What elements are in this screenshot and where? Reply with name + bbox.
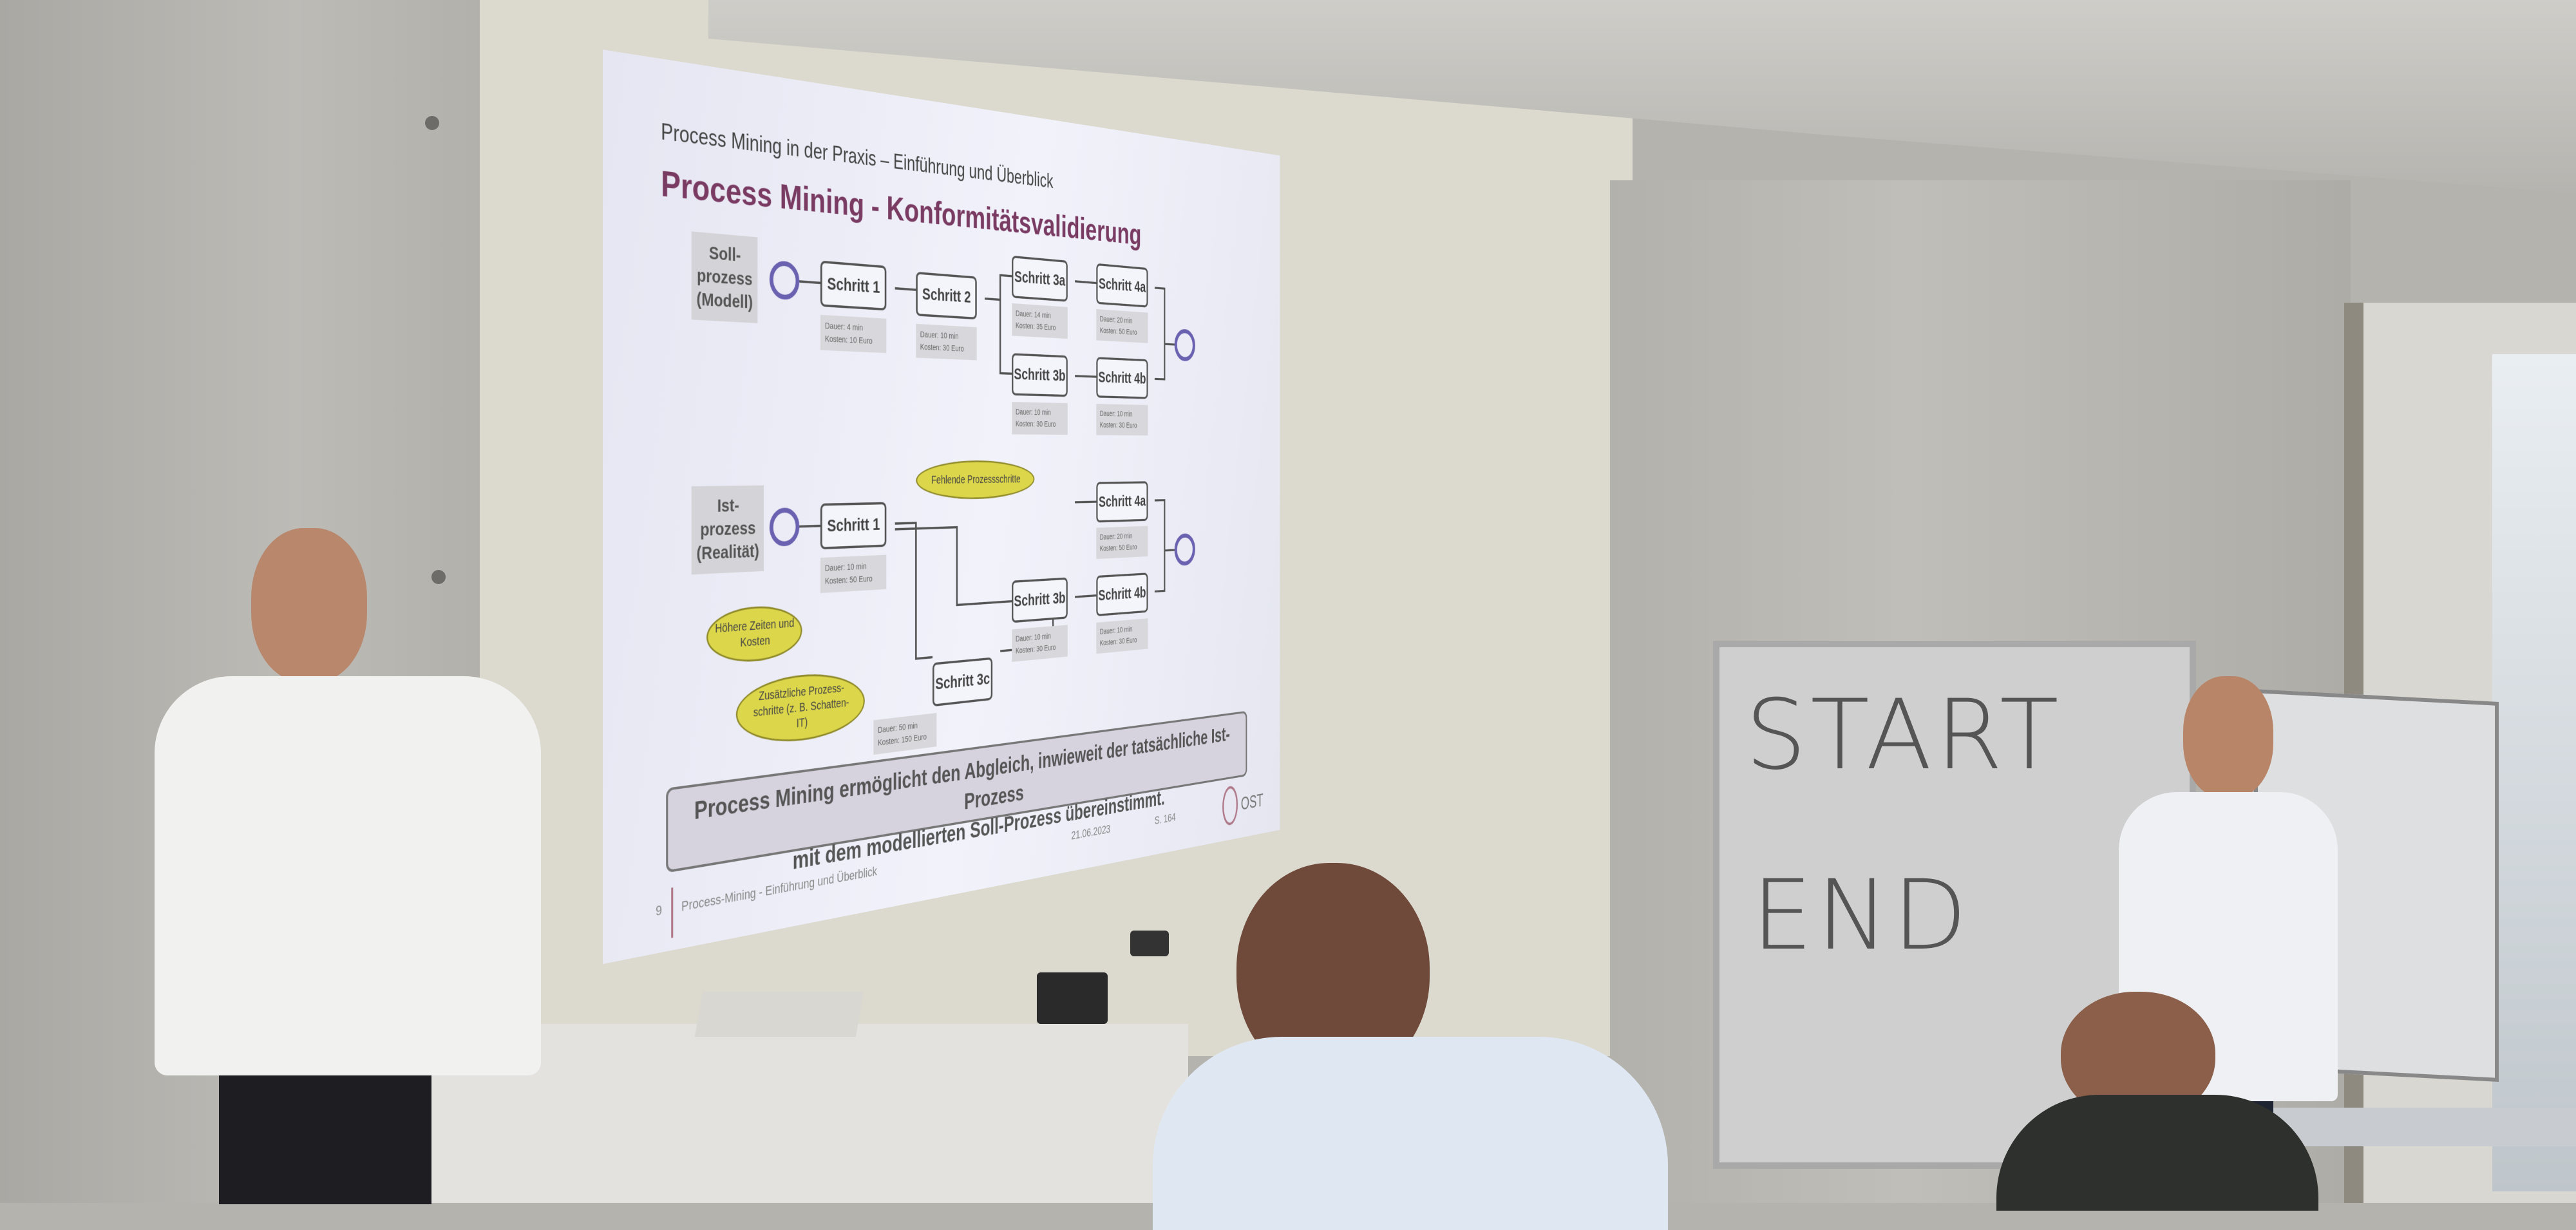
meta-cost: Kosten: 30 Euro [920,342,964,354]
podium-lamp [694,992,864,1037]
soll-step: Schritt 4b [1096,357,1148,399]
soll-step: Schritt 4a [1096,263,1148,308]
ist-step: Schritt 3b [1012,577,1068,623]
soll-step: Schritt 3a [1012,255,1068,302]
footer-page-number: 9 [656,902,662,919]
whiteboard-end-text: END [1752,860,1971,972]
soll-step: Schritt 3b [1012,353,1068,397]
label-line: prozess [697,265,753,290]
presenter-head [251,528,367,683]
ist-label: Ist- prozess (Realität) [691,485,764,575]
soll-step: Schritt 1 [820,260,887,311]
audience-jacket [1996,1095,2318,1211]
presenter-head [2183,676,2273,799]
audience-member-front [1153,863,1668,1230]
end-event-icon [1174,328,1195,362]
meta-cost: Kosten: 10 Euro [824,334,873,346]
projected-slide: Process Mining in der Praxis – Einführun… [603,50,1280,964]
presenter-left [155,528,554,1204]
meta-cost: Kosten: 35 Euro [1016,321,1056,333]
document-camera [1130,931,1169,956]
meta-cost: Kosten: 50 Euro [824,574,873,587]
presenter-shirt [155,676,541,1075]
meta-cost: Kosten: 50 Euro [1099,542,1137,553]
footer-divider [671,887,674,938]
audience-shirt [1153,1037,1668,1230]
label-line: Ist- [717,495,739,516]
wall-hole [431,570,446,584]
meta-cost: Kosten: 30 Euro [1099,421,1137,430]
soll-step: Schritt 2 [916,271,977,320]
label-line: (Realität) [696,541,759,564]
ist-step: Schritt 3c [932,657,993,707]
meta-duration: Dauer: 10 min [1099,409,1133,419]
whiteboard-start-text: START [1745,679,2063,791]
wall-hole [425,116,439,130]
ist-step: Schritt 4a [1096,481,1148,523]
meta-cost: Kosten: 50 Euro [1099,326,1137,337]
label-line: (Modell) [696,289,753,313]
audience-member-right [1996,992,2318,1211]
label-line: prozess [700,518,756,540]
monitor [1037,972,1108,1024]
meta-duration: Dauer: 10 min [1016,407,1051,417]
presenter-trousers [219,1075,431,1204]
meta-cost: Kosten: 30 Euro [1016,419,1056,430]
soll-label: Soll- prozess (Modell) [691,231,758,323]
ost-logo-text: OST [1240,790,1264,814]
ist-step: Schritt 4b [1096,572,1148,617]
ist-step: Schritt 1 [820,502,887,550]
